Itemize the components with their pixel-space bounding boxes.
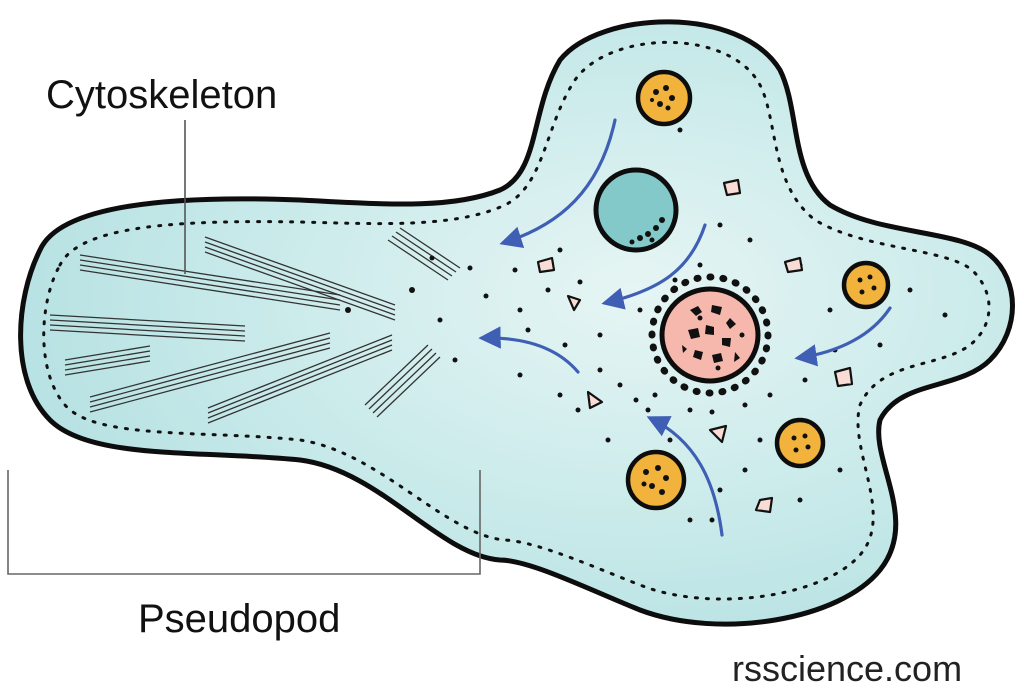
food-vacuole xyxy=(628,452,684,508)
food-vacuole xyxy=(844,263,888,307)
food-vacuole xyxy=(638,72,690,124)
pseudopod-label: Pseudopod xyxy=(138,597,340,641)
cytoskeleton-label: Cytoskeleton xyxy=(46,73,277,117)
source-credit: rsscience.com xyxy=(732,648,962,689)
contractile-vacuole xyxy=(596,170,676,250)
food-vacuole xyxy=(777,420,823,466)
